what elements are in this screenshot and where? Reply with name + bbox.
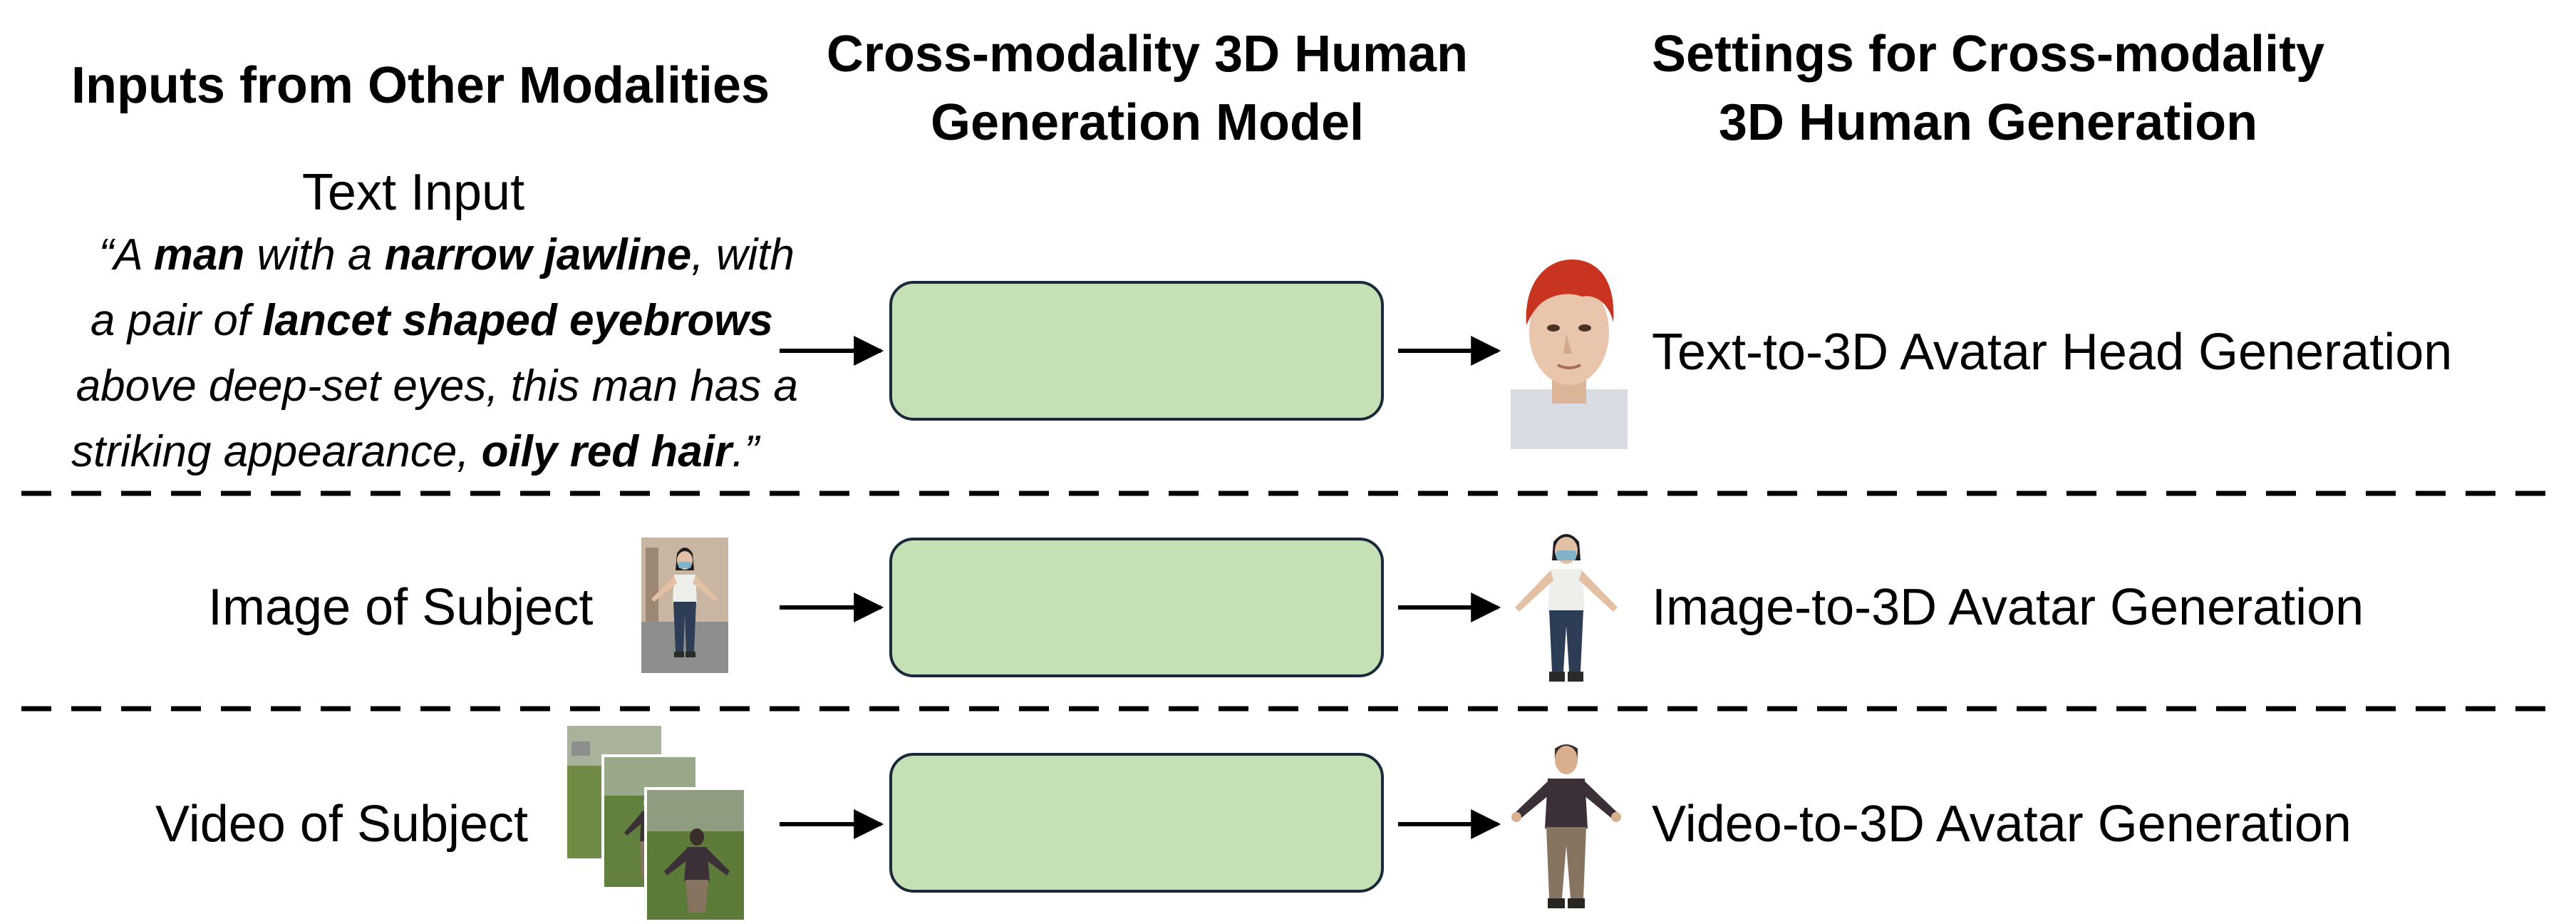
header-inputs: Inputs from Other Modalities (7, 51, 834, 120)
output-video-to-3d-label: Video-to-3D Avatar Generation (1652, 796, 2352, 853)
header-settings-line2: 3D Human Generation (1718, 94, 2258, 151)
woman-avatar-icon (1515, 534, 1618, 682)
header-settings-line1: Settings for Cross-modality (1651, 26, 2325, 83)
header-settings: Settings for Cross-modality 3D Human Gen… (1525, 20, 2451, 157)
header-inputs-text: Inputs from Other Modalities (71, 57, 770, 114)
quote-keyword: man (153, 230, 245, 279)
quote-run: a pair of (90, 296, 263, 345)
quote-keyword: oily red hair (481, 427, 733, 476)
man-avatar-icon (1511, 744, 1621, 908)
quote-keyword: lancet shaped eyebrows (262, 296, 773, 345)
quote-run: striking appearance, (71, 427, 482, 476)
output-image-to-3d-label: Image-to-3D Avatar Generation (1652, 579, 2364, 636)
quote-keyword: narrow jawline (384, 230, 692, 279)
text-input-quote-line: above deep-set eyes, this man has a (76, 352, 798, 421)
quote-run: .” (732, 427, 759, 476)
output-text-to-3d-label: Text-to-3D Avatar Head Generation (1652, 324, 2453, 381)
model-box-video-row (889, 753, 1384, 893)
text-input-quote-line: a pair of lancet shaped eyebrows (90, 287, 773, 355)
video-input-label: Video of Subject (155, 796, 529, 853)
header-model: Cross-modality 3D Human Generation Model (770, 20, 1525, 157)
quote-run: above deep-set eyes, this man has a (76, 361, 798, 411)
avatar-head-icon (1511, 260, 1628, 449)
video-frame-3 (644, 787, 747, 923)
model-box-image-row (889, 538, 1384, 677)
image-input-label: Image of Subject (208, 579, 594, 636)
text-input-title: Text Input (301, 164, 525, 221)
video-frames-icon (567, 726, 747, 923)
header-model-line1: Cross-modality 3D Human (826, 26, 1469, 83)
quote-run: with a (244, 230, 385, 279)
text-input-quote-line: “A man with a narrow jawline, with (99, 221, 795, 289)
quote-run: , with (691, 230, 795, 279)
woman-photo-icon (641, 538, 728, 673)
header-model-line2: Generation Model (930, 94, 1365, 151)
text-input-quote-line: striking appearance, oily red hair.” (71, 418, 759, 486)
quote-run: “A (98, 230, 154, 279)
model-box-text-row (889, 281, 1384, 421)
